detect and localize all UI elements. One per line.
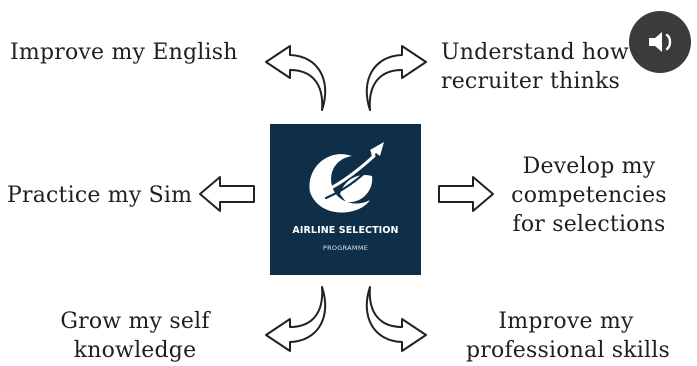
audio-button[interactable] <box>629 11 691 73</box>
label-practice-sim: Practice my Sim <box>7 181 192 210</box>
curved-arrow-up-right-icon <box>365 45 427 111</box>
label-understand-recruiter-line-2: recruiter thinks <box>441 69 620 94</box>
label-self-knowledge-line-2: knowledge <box>73 338 197 363</box>
speaker-icon <box>649 32 672 52</box>
logo-title: AIRLINE SELECTION <box>292 225 399 236</box>
logo-subtitle: PROGRAMME <box>322 244 369 252</box>
label-practice-sim-text: Practice my Sim <box>7 183 193 208</box>
globe-with-plane-icon <box>309 142 384 213</box>
airline-selection-logo: AIRLINE SELECTION PROGRAMME <box>270 124 421 275</box>
curved-arrow-up-left-icon <box>265 45 327 111</box>
left-arrow-icon <box>199 176 255 212</box>
curved-arrow-down-right-icon <box>365 286 427 352</box>
label-improve-english-text: Improve my English <box>10 40 238 65</box>
label-develop-competencies-line-1: Develop my <box>522 154 656 179</box>
label-develop-competencies-line-2: competencies <box>511 183 667 208</box>
label-develop-competencies-line-3: for selections <box>512 212 666 237</box>
label-professional-skills: Improve my professional skills <box>466 307 671 365</box>
label-self-knowledge-line-1: Grow my self <box>60 309 210 334</box>
label-improve-english: Improve my English <box>10 38 238 67</box>
label-professional-skills-line-2: professional skills <box>466 338 671 363</box>
label-professional-skills-line-1: Improve my <box>498 309 634 334</box>
label-self-knowledge: Grow my self knowledge <box>50 307 220 365</box>
label-develop-competencies: Develop my competencies for selections <box>508 152 670 239</box>
curved-arrow-down-left-icon <box>265 286 327 352</box>
right-arrow-icon <box>438 176 494 212</box>
